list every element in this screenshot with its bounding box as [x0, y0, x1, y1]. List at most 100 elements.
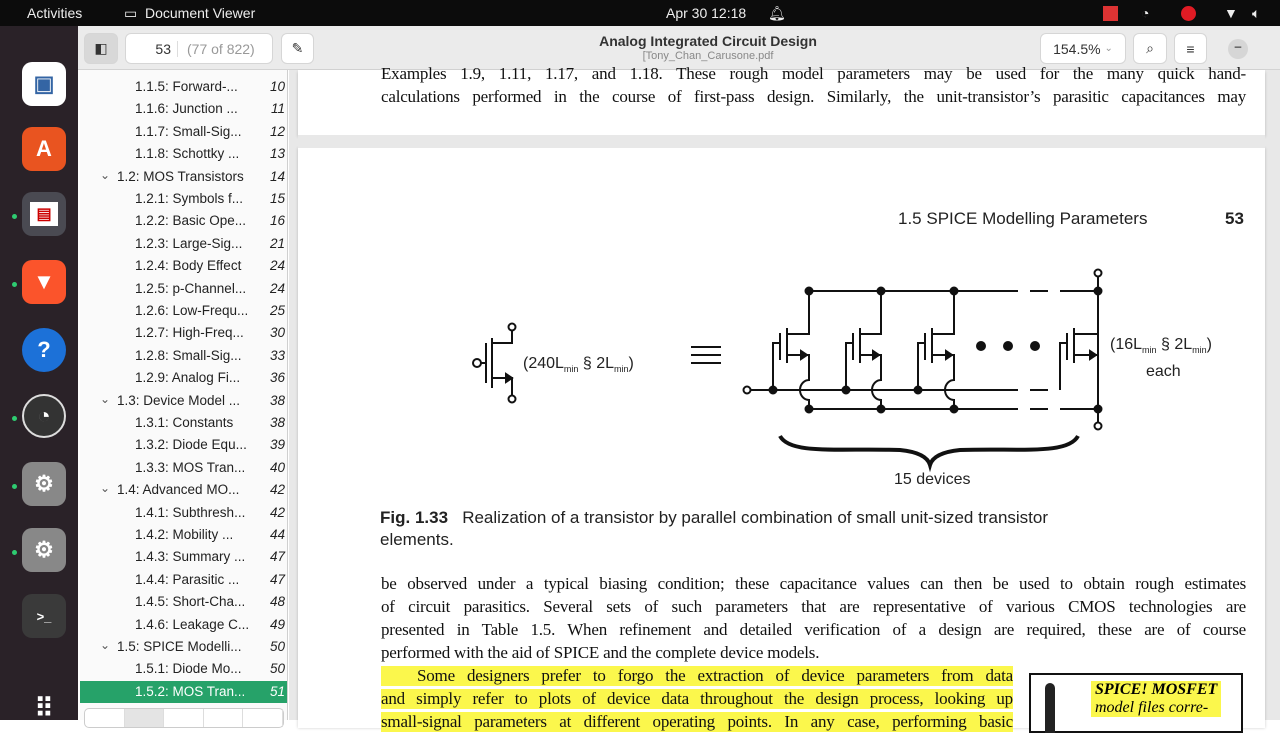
outline-item-page: 15 [269, 191, 285, 206]
outline-item[interactable]: ⌄1.5: SPICE Modelli...50 [80, 636, 287, 658]
outline-item-label: 1.1.8: Schottky ... [135, 146, 240, 162]
outline-item[interactable]: 1.5.1: Diode Mo...50 [80, 658, 287, 680]
source-wire [860, 354, 882, 409]
outline-item-label: 1.4.4: Parasitic ... [135, 571, 240, 587]
text-line: Examples 1.9, 1.11, 1.17, and 1.18. Thes… [381, 64, 1246, 83]
settings-icon-2[interactable]: ⚙ [22, 528, 66, 572]
running-head: 1.5 SPICE Modelling Parameters [898, 209, 1148, 228]
zoom-value: 154.5% [1053, 40, 1101, 57]
anydesk-icon[interactable] [1103, 6, 1118, 21]
running-indicator [12, 550, 17, 555]
app-menu-icon[interactable]: ▭ [124, 5, 138, 21]
outline-item[interactable]: 1.4.6: Leakage C...49 [80, 614, 287, 636]
clock[interactable]: Apr 30 12:18 [666, 5, 747, 21]
outline-item-label: 1.5: SPICE Modelli... [117, 639, 242, 654]
outline-item-page: 24 [269, 258, 285, 274]
outline-item[interactable]: 1.1.7: Small-Sig...12 [80, 121, 287, 143]
image-viewer-icon[interactable]: ▣ [22, 62, 66, 106]
outline-item[interactable]: 1.4.1: Subthresh...42 [80, 502, 287, 524]
drain-wire [1074, 291, 1099, 335]
thumbnails-tab[interactable] [85, 709, 125, 727]
outline-item[interactable]: 1.5.2: MOS Tran...51 [80, 680, 287, 703]
zoom-dropdown[interactable]: 154.5% ⌄ [1040, 33, 1126, 64]
outline-item[interactable]: ⌄1.3: Device Model ...38 [80, 390, 287, 412]
chevron-down-icon[interactable]: ⌄ [100, 638, 111, 652]
search-button[interactable]: ⌕ [1133, 33, 1167, 64]
brave-icon[interactable]: ▼ [22, 260, 66, 304]
chevron-down-icon[interactable]: ⌄ [100, 391, 111, 406]
obs-icon[interactable]: ◔ [22, 394, 66, 438]
outline-item[interactable]: 1.2.3: Large-Sig...21 [80, 233, 287, 255]
outline-item[interactable]: 1.1.8: Schottky ...13 [80, 143, 287, 165]
junction-dot [949, 404, 959, 414]
minimize-button[interactable]: – [1228, 39, 1248, 59]
menu-button[interactable]: ≡ [1174, 33, 1207, 64]
outline-item[interactable]: 1.2.6: Low-Frequ...25 [80, 300, 287, 322]
annotate-button[interactable]: ✎ [281, 33, 314, 64]
annotations-tab[interactable] [164, 709, 204, 727]
drain-terminal [1093, 268, 1103, 278]
app-center-icon[interactable]: A [22, 127, 66, 171]
sidebar-toggle-button[interactable]: ◧ [84, 33, 118, 64]
outline-item[interactable]: 1.2.2: Basic Ope...16 [80, 210, 287, 232]
do-not-disturb-icon[interactable] [1181, 6, 1196, 21]
show-apps-icon[interactable]: ⠿ [34, 692, 54, 723]
app-menu[interactable]: Document Viewer [145, 5, 256, 21]
outline-item-label: 1.4.6: Leakage C... [135, 616, 250, 632]
junction-dot [876, 286, 886, 296]
gate-terminal [742, 385, 752, 395]
settings-icon[interactable]: ⚙ [22, 462, 66, 506]
outline-item-label: 1.3: Device Model ... [117, 392, 241, 408]
outline-item-page: 33 [269, 347, 285, 363]
obs-tray-icon[interactable]: ◔ [1141, 5, 1150, 21]
chevron-down-icon[interactable]: ⌄ [100, 167, 111, 182]
outline-item[interactable]: 1.2.8: Small-Sig...33 [80, 345, 287, 367]
chevron-down-icon[interactable]: ⌄ [100, 481, 111, 496]
outline-item[interactable]: 1.1.6: Junction ...11 [80, 98, 287, 120]
page-selector[interactable]: 53 (77 of 822) [125, 33, 273, 64]
help-icon[interactable]: ? [22, 328, 66, 372]
chevron-down-icon: ⌄ [1104, 43, 1113, 54]
junction-dot [768, 385, 778, 395]
outline-item-label: 1.3.2: Diode Equ... [135, 437, 247, 453]
outline-item[interactable]: 1.2.7: High-Freq...30 [80, 322, 287, 344]
document-viewer-icon[interactable]: ▤ [22, 192, 66, 236]
outline-item-page: 47 [269, 571, 285, 587]
layers-tab[interactable] [243, 709, 283, 727]
running-indicator [12, 484, 17, 489]
attachments-tab[interactable] [204, 709, 244, 727]
outline-item[interactable]: 1.4.5: Short-Cha...48 [80, 591, 287, 613]
figure-caption-line2: elements. [380, 530, 454, 549]
outline-item[interactable]: 1.4.2: Mobility ... 44 [80, 524, 287, 546]
junction-dot [804, 404, 814, 414]
single-transistor-symbol [472, 322, 517, 404]
volume-icon[interactable]: 🔈︎ [1252, 5, 1261, 21]
outline-item[interactable]: 1.4.3: Summary ...47 [80, 546, 287, 568]
outline-item[interactable]: 1.4.4: Parasitic ... 47 [80, 569, 287, 591]
activities-button[interactable]: Activities [27, 5, 83, 21]
outline-item-page: 25 [269, 303, 285, 318]
outline-item[interactable]: ⌄1.4: Advanced MO...42 [80, 479, 287, 501]
outline-item[interactable]: 1.1.5: Forward-...10 [80, 76, 287, 98]
gate-wire [772, 342, 780, 390]
gate-wire [1059, 342, 1067, 390]
wifi-icon[interactable]: ▼ [1224, 5, 1238, 21]
page-input[interactable]: 53 [126, 40, 178, 57]
bell-icon[interactable]: 🔔︎ [768, 5, 786, 21]
source-wire [932, 354, 955, 409]
outline-item[interactable]: 1.3.2: Diode Equ...39 [80, 434, 287, 456]
outline-item[interactable]: 1.2.9: Analog Fi...36 [80, 367, 287, 389]
outline-item-label: 1.4.2: Mobility ... [135, 527, 234, 542]
terminal-icon[interactable]: >_ [22, 594, 66, 638]
note-line: model files corre- [1095, 699, 1209, 716]
outline-item-label: 1.2.3: Large-Sig... [135, 235, 243, 251]
outline-item[interactable]: 1.3.3: MOS Tran...40 [80, 457, 287, 479]
source-wire [787, 354, 810, 409]
outline-item[interactable]: 1.2.1: Symbols f...15 [80, 188, 287, 210]
outline-item[interactable]: 1.2.5: p-Channel...24 [80, 278, 287, 300]
outline-item-page: 44 [269, 527, 285, 542]
